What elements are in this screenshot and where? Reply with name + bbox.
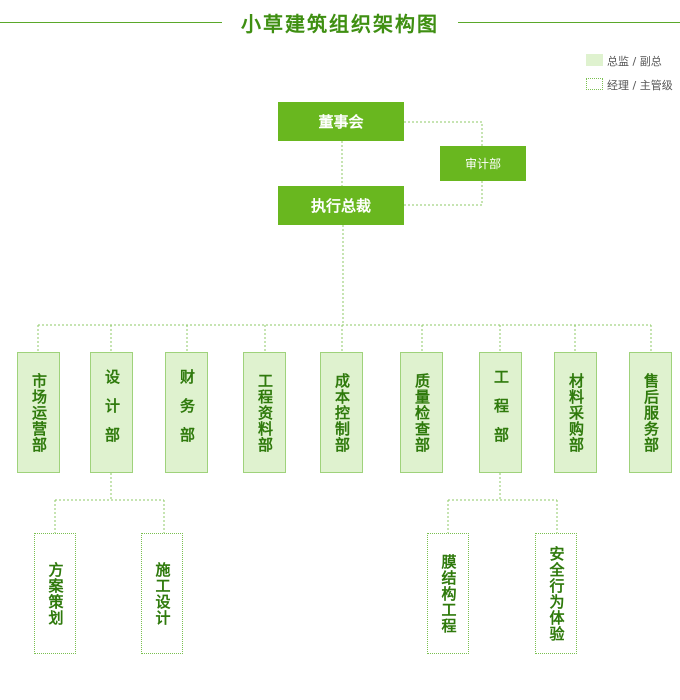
title-rule-left <box>0 22 222 23</box>
dept-procurement: 材料采购部 <box>554 352 597 473</box>
legend-fill-swatch <box>586 54 603 66</box>
dept-after-sales: 售后服务部 <box>629 352 672 473</box>
chart-title: 小草建筑组织架构图 <box>241 12 439 36</box>
title-rule-right <box>458 22 680 23</box>
dept-cost-control: 成本控制部 <box>320 352 363 473</box>
legend-dotted-label: 经理 / 主管级 <box>607 79 673 92</box>
sub-membrane-structure: 膜结构工程 <box>427 533 469 654</box>
dept-design: 设计部 <box>90 352 133 473</box>
sub-safety-experience: 安全行为体验 <box>535 533 577 654</box>
dept-quality: 质量检查部 <box>400 352 443 473</box>
dept-engineering-docs: 工程资料部 <box>243 352 286 473</box>
legend-fill-label: 总监 / 副总 <box>607 55 662 68</box>
dept-marketing: 市场运营部 <box>17 352 60 473</box>
node-audit: 审计部 <box>440 146 526 181</box>
node-board: 董事会 <box>278 102 404 141</box>
sub-planning: 方案策划 <box>34 533 76 654</box>
legend-dotted-swatch <box>586 78 603 90</box>
node-ceo: 执行总裁 <box>278 186 404 225</box>
dept-finance: 财务部 <box>165 352 208 473</box>
dept-engineering: 工程部 <box>479 352 522 473</box>
sub-construction-design: 施工设计 <box>141 533 183 654</box>
